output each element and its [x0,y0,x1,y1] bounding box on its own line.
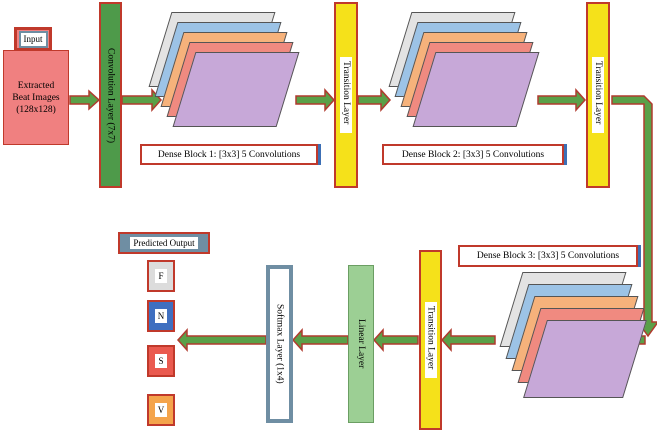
input-image-box: Extracted Beat Images (128x128) [3,50,69,145]
output-class-s: S [147,345,175,377]
dense-block-1-label: Dense Block 1: [3x3] 5 Convolutions [140,144,318,165]
linear-layer: Linear Layer [348,265,374,423]
softmax-layer: Softmax Layer (1x4) [266,265,293,423]
convolution-layer: Convolution Layer (7x7) [99,2,122,188]
transition-layer-1-label: Transition Layer [341,60,351,125]
output-class-v-label: V [155,403,167,417]
arrow-conv-to-block1 [121,88,163,112]
predicted-output-title: Predicted Output [118,232,210,254]
transition-layer-2-label-box: Transition Layer [592,56,604,134]
arrow-block2-to-transition2 [537,88,587,112]
dense-block-2-label: Dense Block 2: [3x3] 5 Convolutions [382,144,564,165]
dense-block-3-label: Dense Block 3: [3x3] 5 Convolutions [458,245,638,267]
arrow-block1-to-transition1 [295,88,336,112]
transition-layer-1-label-box: Transition Layer [340,56,352,134]
output-class-s-label: S [155,354,167,368]
arrow-block3-to-transition3 [440,328,496,352]
linear-layer-label: Linear Layer [356,319,366,369]
convolution-layer-label: Convolution Layer (7x7) [105,47,116,143]
dense-block-1-stack [148,12,300,127]
dense-block-1-plate-5 [172,52,300,127]
arrow-down-right-side [611,95,657,338]
dense-block-3-stack [497,272,647,407]
transition-layer-2: Transition Layer [586,2,610,188]
arrow-linear-to-softmax [291,328,349,352]
arrow-transition3-to-linear [372,328,419,352]
transition-layer-3-label-box: Transition Layer [424,301,437,379]
input-tag-inner: Input [18,30,48,48]
input-label-line-3: (128x128) [16,104,56,115]
softmax-layer-label: Softmax Layer (1x4) [274,304,285,384]
input-label-line-1: Extracted [17,80,55,91]
arrow-input-to-conv [69,89,101,111]
output-class-v: V [147,394,175,426]
input-label-line-2: Beat Images [12,92,60,103]
predicted-output-title-text: Predicted Output [130,237,198,249]
transition-layer-2-label: Transition Layer [593,60,603,125]
dense-block-2-plate-5 [412,52,540,127]
transition-layer-1: Transition Layer [334,2,358,188]
output-class-f: F [147,260,175,292]
arrow-transition1-to-block2 [357,88,392,112]
output-class-n-label: N [155,309,167,323]
transition-layer-3-label: Transition Layer [425,305,436,370]
output-class-f-label: F [155,269,167,283]
dense-block-2-stack [388,12,540,127]
output-class-n: N [147,300,175,332]
transition-layer-3: Transition Layer [419,250,442,430]
arrow-softmax-to-output [176,328,267,352]
input-tag: Input [14,27,52,51]
